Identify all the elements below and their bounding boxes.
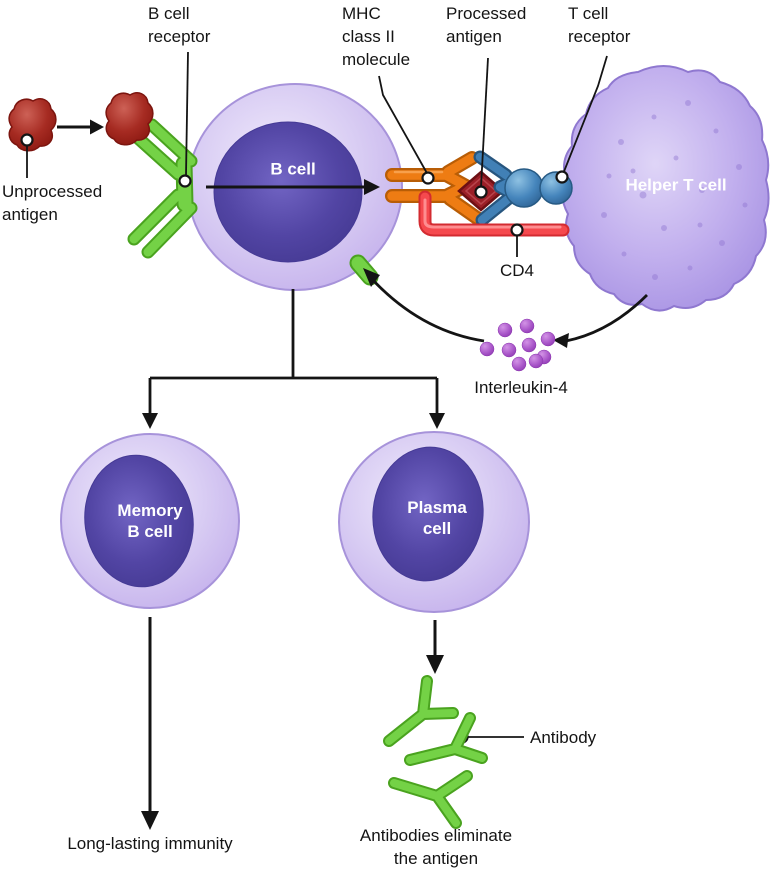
anchor-dot-cd4 <box>510 223 524 237</box>
leader-lines <box>26 51 608 738</box>
mhc-label-line3: molecule <box>342 50 411 69</box>
antibodies-eliminate-line1: Antibodies eliminate <box>359 826 513 845</box>
mhc-class-ii-label: MHC class II molecule <box>342 2 410 71</box>
plasma-outcome-arrow <box>426 620 444 674</box>
anchor-dot-t-cell-receptor <box>555 170 569 184</box>
memory-outcome-arrow <box>141 617 159 830</box>
t-cell-receptor-shape <box>473 150 573 227</box>
plasma-cell-name: Plasma cell <box>407 497 467 539</box>
processed-antigen-label: Processed antigen <box>446 2 526 48</box>
plasma-cell-name-line2: cell <box>422 519 452 538</box>
helper-t-cell-body <box>561 65 770 312</box>
interleukin-4-label: Interleukin-4 <box>474 378 568 397</box>
memory-b-cell-name: Memory B cell <box>117 500 182 542</box>
cd4-shape <box>418 190 570 237</box>
antibodies-eliminate-label: Antibodies eliminate the antigen <box>360 824 512 870</box>
antibodies-eliminate-line2: the antigen <box>393 849 479 868</box>
b-cell-name: B cell <box>270 159 316 179</box>
processed-antigen-label-line2: antigen <box>446 27 502 46</box>
antigen-binding-arrow <box>57 119 104 135</box>
b-cell-receptor-label: B cell receptor <box>148 2 210 48</box>
memory-b-cell-name-line1: Memory <box>117 501 183 520</box>
differentiation-arrows <box>142 289 445 429</box>
t-cell-receptor-label: T cell receptor <box>568 2 630 48</box>
il4-secretion-arrow <box>553 294 648 348</box>
b-cell-receptor-label-line2: receptor <box>148 27 211 46</box>
unprocessed-antigen-label-line2: antigen <box>2 205 58 224</box>
anchor-dot-processed-antigen <box>474 185 488 199</box>
anchor-dot-mhc <box>421 171 435 185</box>
b-cell-presentation-arrow <box>206 179 380 195</box>
t-cell-receptor-label-line2: receptor <box>568 27 631 46</box>
antibody-shapes <box>383 675 488 829</box>
cd4-label: CD4 <box>499 261 535 280</box>
anchor-dot-unprocessed-antigen <box>20 133 34 147</box>
plasma-cell-name-line1: Plasma <box>407 498 467 517</box>
b-cell-receptor-label-line1: B cell <box>148 4 190 23</box>
memory-b-cell-body <box>60 433 240 609</box>
il4-stimulation-arrow <box>363 268 485 343</box>
mhc-label-line1: MHC <box>342 4 381 23</box>
memory-b-cell-name-line2: B cell <box>127 522 173 541</box>
unprocessed-antigen-label-line1: Unprocessed <box>2 182 103 201</box>
plasma-cell-body <box>338 431 530 613</box>
antibody-label: Antibody <box>530 728 597 747</box>
t-cell-receptor-label-line1: T cell <box>568 4 609 23</box>
helper-t-cell-name: Helper T cell <box>625 175 727 195</box>
anchor-dot-b-cell-receptor <box>178 174 192 188</box>
mhc-label-line2: class II <box>342 27 395 46</box>
helper-t-cell-speckles <box>601 100 748 280</box>
processed-antigen-label-line1: Processed <box>446 4 527 23</box>
long-lasting-immunity-label: Long-lasting immunity <box>67 834 233 853</box>
interleukin-4-dots <box>479 318 556 372</box>
unprocessed-antigen-label: Unprocessed antigen <box>2 180 102 226</box>
b-cell-receptor-shape <box>127 118 198 259</box>
